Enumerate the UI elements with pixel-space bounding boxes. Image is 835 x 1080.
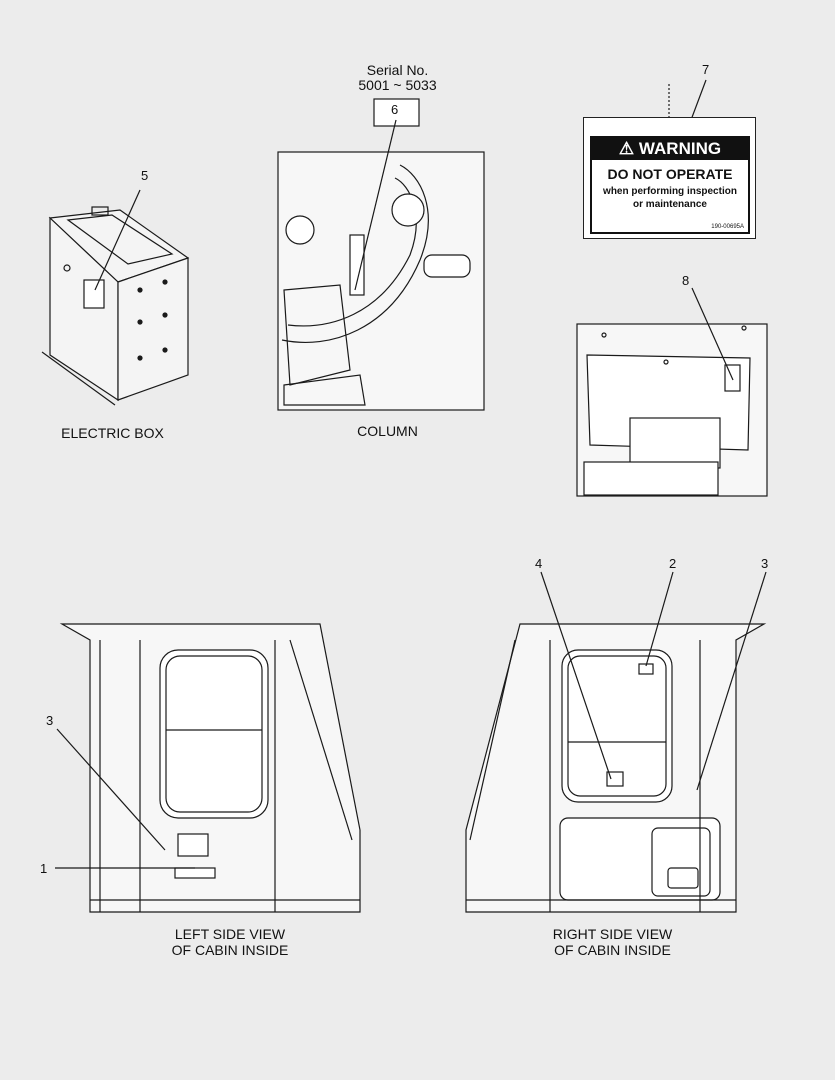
caption-electric-box: ELECTRIC BOX bbox=[61, 425, 164, 441]
serial-label: Serial No. bbox=[366, 62, 429, 78]
callout-5: 5 bbox=[141, 168, 149, 183]
callout-8: 8 bbox=[682, 273, 690, 288]
warning-line-1: DO NOT OPERATE bbox=[607, 166, 733, 182]
warning-triangle-icon: ⚠ bbox=[618, 139, 635, 158]
warning-code: 190-00695A bbox=[711, 224, 744, 230]
warning-header-text: WARNING bbox=[638, 139, 722, 158]
callout-3-right: 3 bbox=[761, 556, 769, 571]
caption-left-view-1: LEFT SIDE VIEW bbox=[174, 926, 286, 942]
callout-3-left: 3 bbox=[46, 713, 54, 728]
callout-6: 6 bbox=[391, 102, 399, 117]
panel-view-drawing bbox=[576, 287, 768, 497]
column-drawing bbox=[277, 98, 485, 411]
warning-decal-frame: ⚠ WARNING DO NOT OPERATE when performing… bbox=[590, 136, 750, 234]
warning-line-3: or maintenance bbox=[633, 199, 707, 210]
callout-7: 7 bbox=[702, 62, 710, 77]
caption-column: COLUMN bbox=[357, 423, 418, 439]
electric-box-drawing bbox=[41, 189, 190, 406]
callout-2: 2 bbox=[669, 556, 677, 571]
caption-right-view-2: OF CABIN INSIDE bbox=[554, 942, 671, 958]
callout-1: 1 bbox=[40, 861, 48, 876]
caption-left-view-2: OF CABIN INSIDE bbox=[171, 942, 289, 958]
caption-right-view-1: RIGHT SIDE VIEW bbox=[552, 926, 673, 942]
callout-4: 4 bbox=[535, 556, 543, 571]
serial-range: 5001 ~ 5033 bbox=[358, 77, 437, 93]
right-cabin-drawing bbox=[465, 571, 767, 913]
warning-line-2: when performing inspection bbox=[603, 186, 737, 197]
warning-header: ⚠ WARNING bbox=[592, 138, 748, 160]
warning-decal: ⚠ WARNING DO NOT OPERATE when performing… bbox=[583, 117, 756, 239]
left-cabin-drawing bbox=[55, 623, 361, 913]
